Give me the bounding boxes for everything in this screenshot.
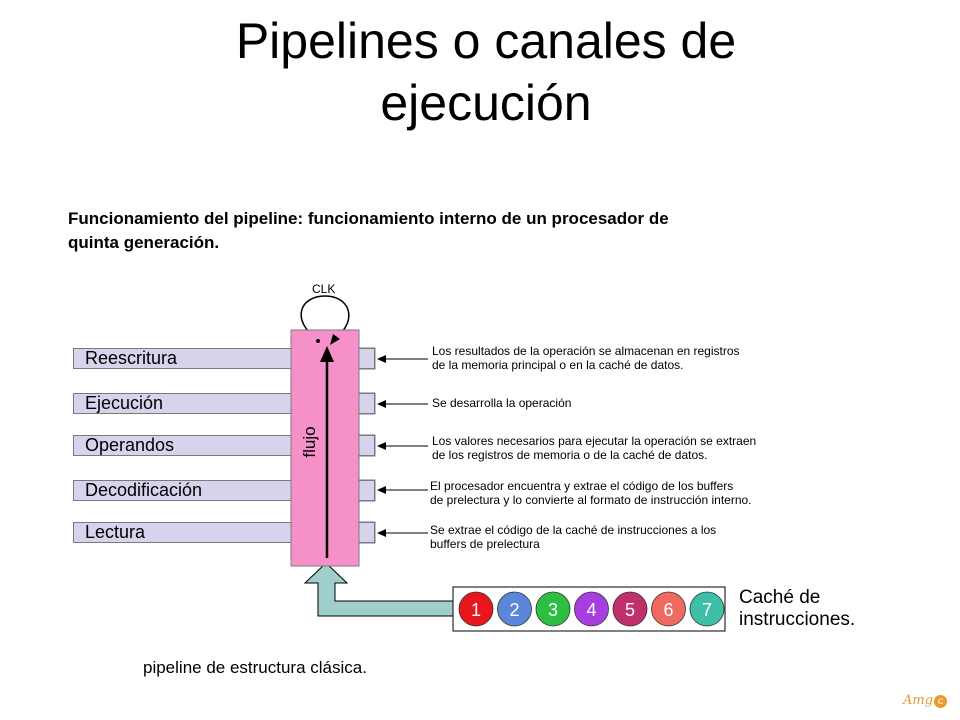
description-arrows bbox=[384, 358, 428, 534]
desc-line-1: Los valores necesarios para ejecutar la … bbox=[432, 434, 757, 448]
desc-arrowhead-5 bbox=[377, 529, 386, 537]
stage-description-ejecucion: Se desarrolla la operación bbox=[432, 396, 571, 410]
copyright-icon: c bbox=[934, 695, 948, 708]
desc-line-2: de los registros de memoria o de la cach… bbox=[432, 448, 708, 462]
stage-description-reescritura: Los resultados de la operación se almace… bbox=[432, 344, 740, 372]
desc-arrowhead-1 bbox=[377, 355, 386, 363]
stage-label: Reescritura bbox=[85, 348, 178, 368]
cache-item-circle bbox=[574, 591, 609, 627]
desc-line-1: Se desarrolla la operación bbox=[432, 396, 572, 410]
subtitle-line-1: Funcionamiento del pipeline: funcionamie… bbox=[68, 209, 669, 228]
desc-line-1: Los resultados de la operación se almace… bbox=[432, 344, 740, 358]
cache-item-circle bbox=[458, 591, 494, 627]
desc-line-1: Se extrae el código de la caché de instr… bbox=[430, 523, 717, 537]
cache-item-number: 6 bbox=[663, 600, 673, 620]
diagram-caption: pipeline de estructura clásica. bbox=[143, 658, 367, 677]
desc-line-2: de prelectura y lo convierte al formato … bbox=[430, 493, 752, 507]
cache-label-line-2: instrucciones. bbox=[739, 609, 856, 630]
desc-line-1: El procesador encuentra y extrae el códi… bbox=[430, 479, 734, 493]
diagram-subtitle: Funcionamiento del pipeline: funcionamie… bbox=[68, 207, 828, 255]
cache-feed-arrow bbox=[303, 562, 454, 617]
cache-item-circle bbox=[689, 591, 725, 627]
subtitle-line-2: quinta generación. bbox=[68, 233, 220, 252]
desc-arrowhead-2 bbox=[377, 400, 386, 408]
title-line-2: ejecución bbox=[380, 75, 592, 131]
stage-label: Lectura bbox=[85, 522, 146, 542]
cache-item-number: 5 bbox=[625, 600, 635, 620]
stage-lectura: Lectura bbox=[73, 522, 375, 543]
cache-label: Caché de instrucciones. bbox=[739, 587, 855, 631]
stage-description-decodificacion: El procesador encuentra y extrae el códi… bbox=[430, 479, 752, 507]
desc-line-2: de la memoria principal o en la caché de… bbox=[432, 358, 684, 372]
stage-operandos: Operandos bbox=[73, 435, 375, 456]
title-line-1: Pipelines o canales de bbox=[235, 13, 737, 69]
cache-item-number: 3 bbox=[548, 600, 558, 620]
cache-item-number: 2 bbox=[509, 600, 519, 620]
logo-text: Amg bbox=[903, 693, 934, 708]
cache-item-circle bbox=[612, 591, 648, 627]
cache-item-number: 4 bbox=[586, 600, 596, 620]
clk-dot bbox=[316, 339, 320, 343]
stage-reescritura: Reescritura bbox=[73, 348, 375, 369]
stage-description-lectura: Se extrae el código de la caché de instr… bbox=[430, 523, 716, 551]
cache-item-circle bbox=[535, 591, 571, 627]
desc-arrowhead-4 bbox=[377, 486, 386, 494]
stage-decodificacion: Decodificación bbox=[73, 480, 375, 501]
cache-item-circle bbox=[497, 591, 532, 627]
stage-label: Operandos bbox=[85, 435, 175, 455]
flow-label: flujo bbox=[300, 426, 319, 458]
stage-label: Decodificación bbox=[85, 480, 203, 500]
clk-label: CLK bbox=[312, 282, 336, 296]
stage-ejecucion: Ejecución bbox=[73, 393, 375, 414]
stage-label: Ejecución bbox=[85, 393, 164, 413]
clk-loop bbox=[300, 295, 350, 341]
stage-description-operandos: Los valores necesarios para ejecutar la … bbox=[432, 434, 756, 462]
desc-arrowhead-3 bbox=[377, 442, 386, 450]
desc-line-2: buffers de prelectura bbox=[430, 537, 540, 551]
cache-item-number: 7 bbox=[702, 600, 712, 620]
description-arrowheads bbox=[377, 355, 386, 537]
cache-items: 1 2 3 4 5 6 7 bbox=[458, 591, 725, 627]
cache-label-line-1: Caché de bbox=[739, 587, 821, 608]
cache-item-circle bbox=[651, 591, 686, 627]
cache-item-number: 1 bbox=[471, 600, 481, 620]
page-title: Pipelines o canales de ejecución bbox=[0, 10, 960, 134]
